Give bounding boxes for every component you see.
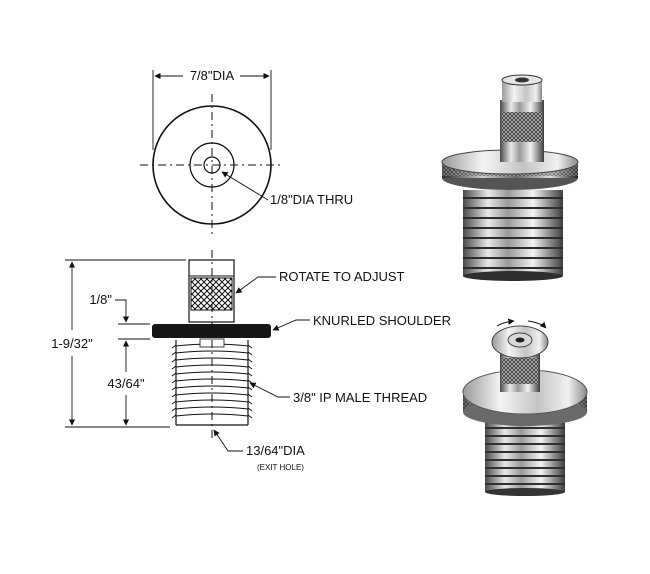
- thru-hole-leader: [221, 171, 269, 201]
- shoulder-height-label: 1/8": [89, 292, 112, 307]
- thread-label: 3/8" IP MALE THREAD: [293, 390, 427, 405]
- thread-leader: [249, 382, 290, 398]
- exit-hole-leader: [213, 429, 243, 452]
- rotate-label: ROTATE TO ADJUST: [279, 269, 405, 284]
- rotate-arrow-right: [527, 320, 547, 329]
- photo1-thread-base: [463, 190, 563, 276]
- knurled-shoulder-plate: [152, 324, 271, 338]
- top-view: 7/8"DIA 1/8"DIA THRU: [140, 68, 353, 236]
- thru-hole-label: 1/8"DIA THRU: [270, 192, 353, 207]
- exit-diameter-label: 13/64"DIA: [246, 443, 305, 458]
- rotate-leader: [235, 276, 276, 294]
- side-view: 1-9/32" 1/8" 43/64" ROTATE TO ADJUST KNU…: [51, 250, 451, 472]
- photo2-orifice: [515, 337, 525, 343]
- product-photo-side: [441, 74, 579, 281]
- product-photo-top: [462, 318, 588, 496]
- shoulder-arrow-down: [115, 299, 130, 323]
- thread-length-label: 43/64": [107, 376, 145, 391]
- photo2-thread-base: [485, 420, 565, 492]
- shoulder-leader: [272, 319, 310, 331]
- exit-hole-note: (EXIT HOLE): [257, 463, 304, 472]
- overall-height-label: 1-9/32": [51, 336, 93, 351]
- top-diameter-label: 7/8"DIA: [190, 68, 235, 83]
- shoulder-label: KNURLED SHOULDER: [313, 313, 451, 328]
- photo1-orifice: [515, 77, 529, 83]
- rotate-arrow-left: [496, 318, 515, 327]
- photo1-stem-knurl: [502, 112, 542, 142]
